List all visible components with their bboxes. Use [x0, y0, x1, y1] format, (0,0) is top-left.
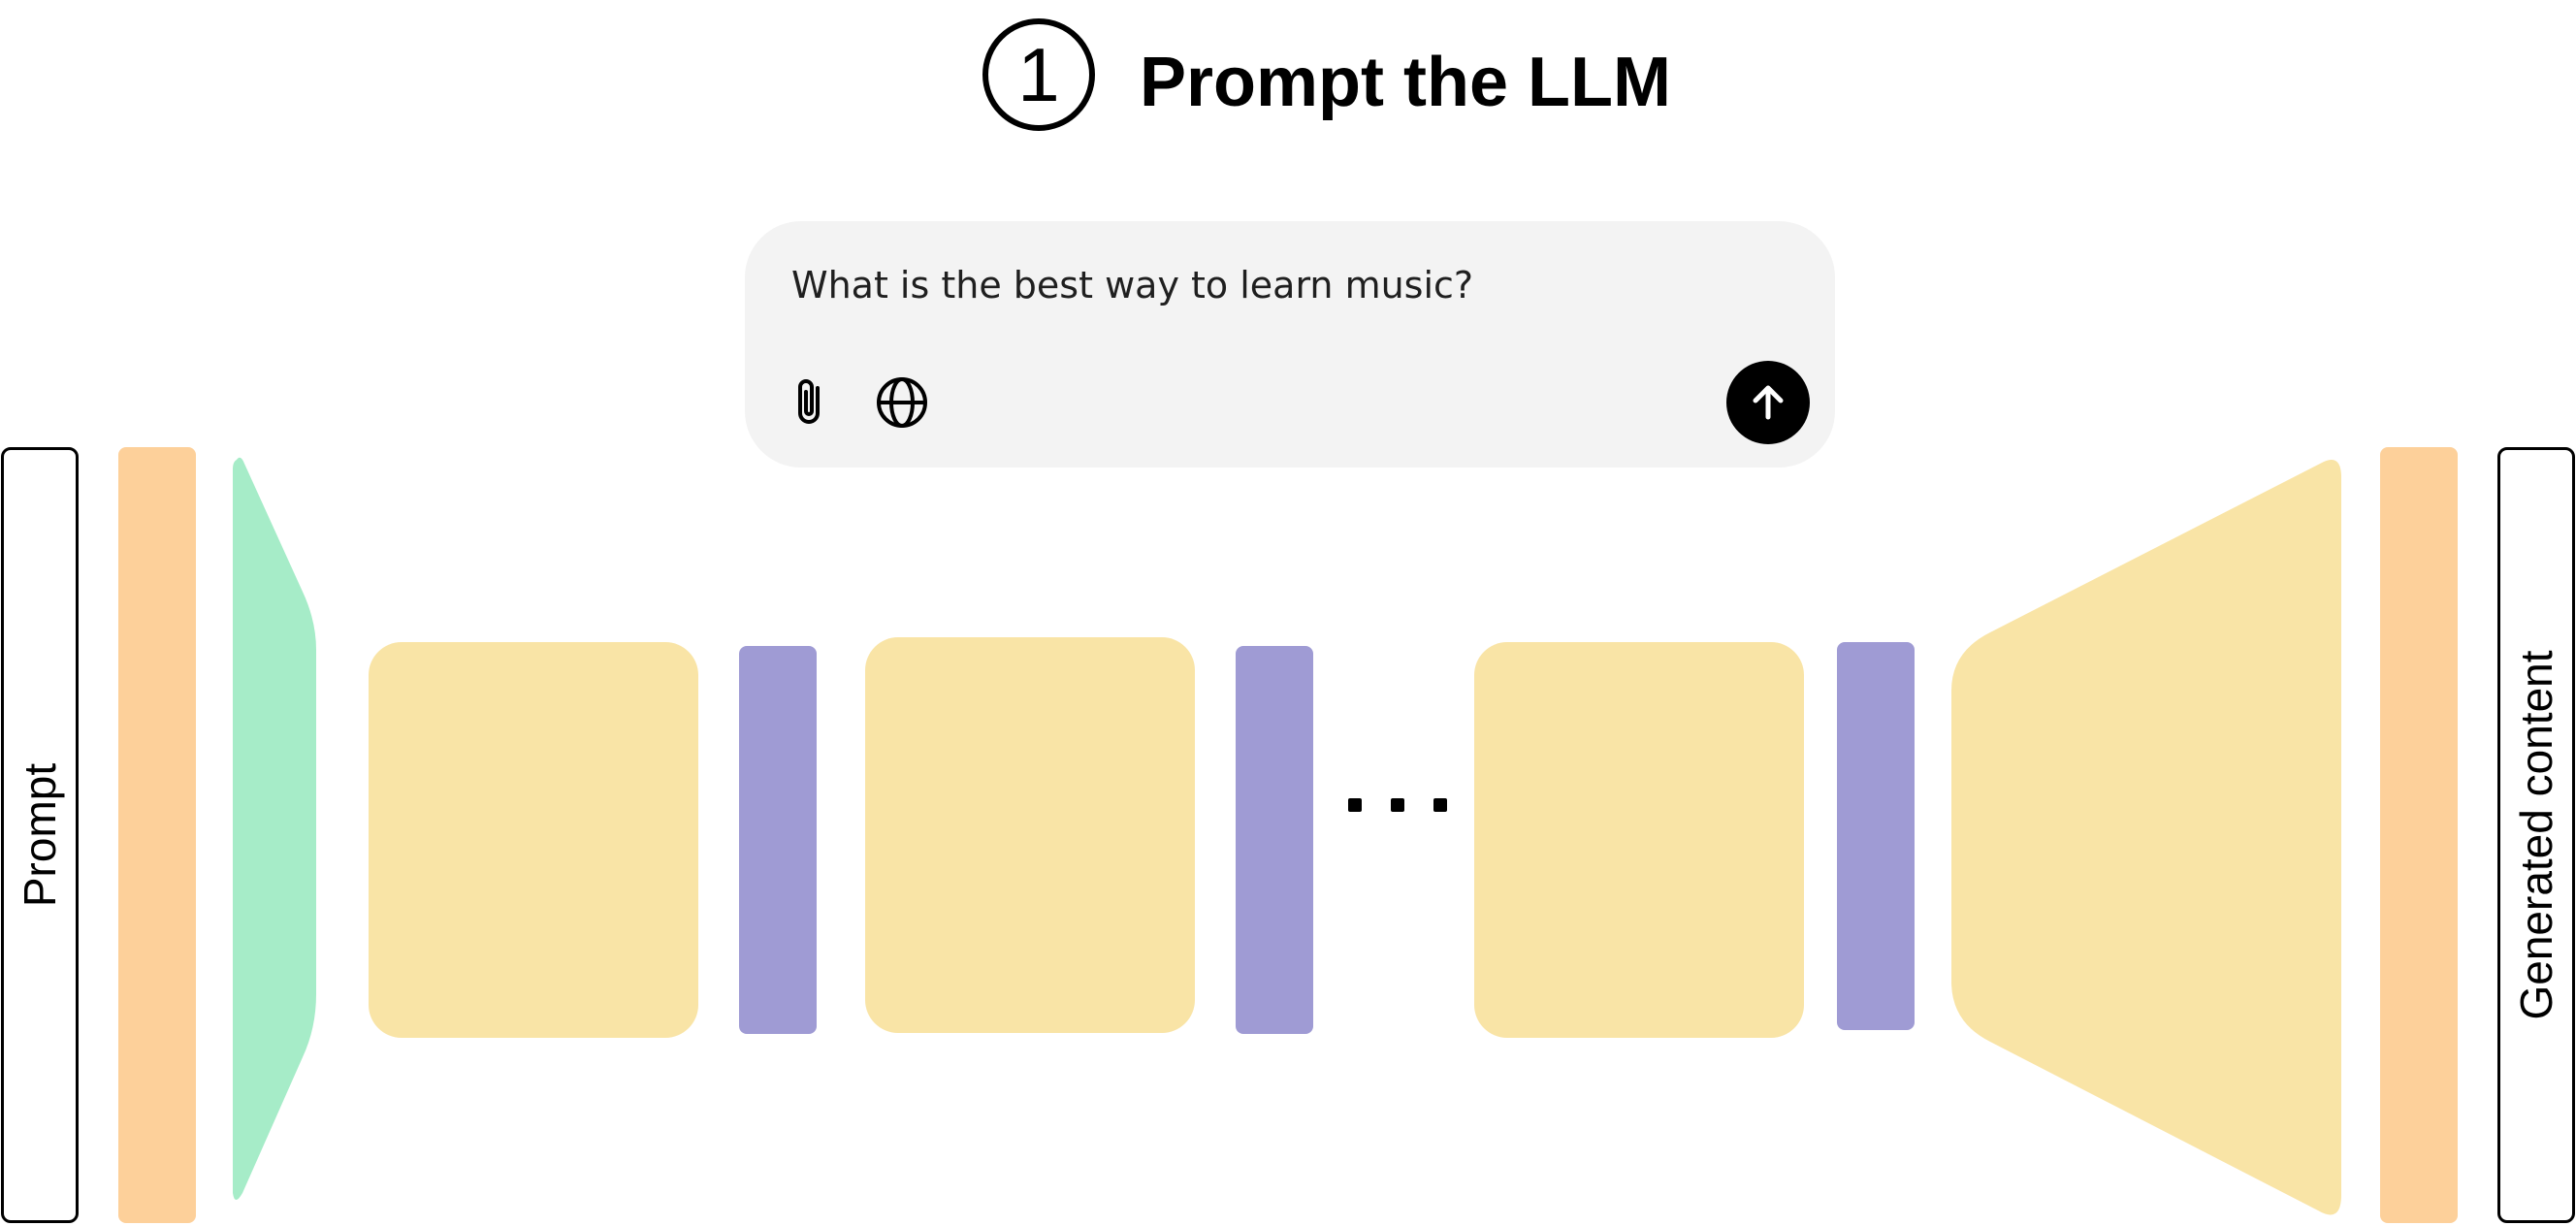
norm-layer-2 — [1236, 646, 1313, 1034]
globe-icon[interactable] — [875, 375, 929, 430]
paperclip-icon[interactable] — [788, 374, 834, 429]
step-number-badge: 1 — [982, 18, 1095, 131]
transformer-block-1 — [369, 642, 698, 1038]
input-embedding-bar — [118, 447, 196, 1223]
generated-content-label: Generated content — [2511, 650, 2561, 1020]
generated-content-label-box: Generated content — [2497, 447, 2575, 1223]
norm-layer-1 — [739, 646, 817, 1034]
transformer-block-n — [1474, 642, 1804, 1038]
norm-layer-n — [1837, 642, 1915, 1030]
output-embedding-bar — [2380, 447, 2458, 1223]
encoder-trapezoid — [233, 457, 316, 1200]
prompt-input-text[interactable]: What is the best way to learn music? — [791, 264, 1474, 306]
prompt-label-box: Prompt — [1, 447, 79, 1223]
prompt-label: Prompt — [15, 762, 65, 908]
arrow-up-icon — [1753, 385, 1784, 420]
prompt-input-box[interactable] — [745, 221, 1835, 468]
ellipsis — [1348, 786, 1447, 824]
send-button[interactable] — [1726, 361, 1810, 444]
page-title: Prompt the LLM — [1140, 44, 1671, 121]
transformer-block-2 — [865, 637, 1195, 1033]
output-head-trapezoid — [1951, 460, 2341, 1215]
